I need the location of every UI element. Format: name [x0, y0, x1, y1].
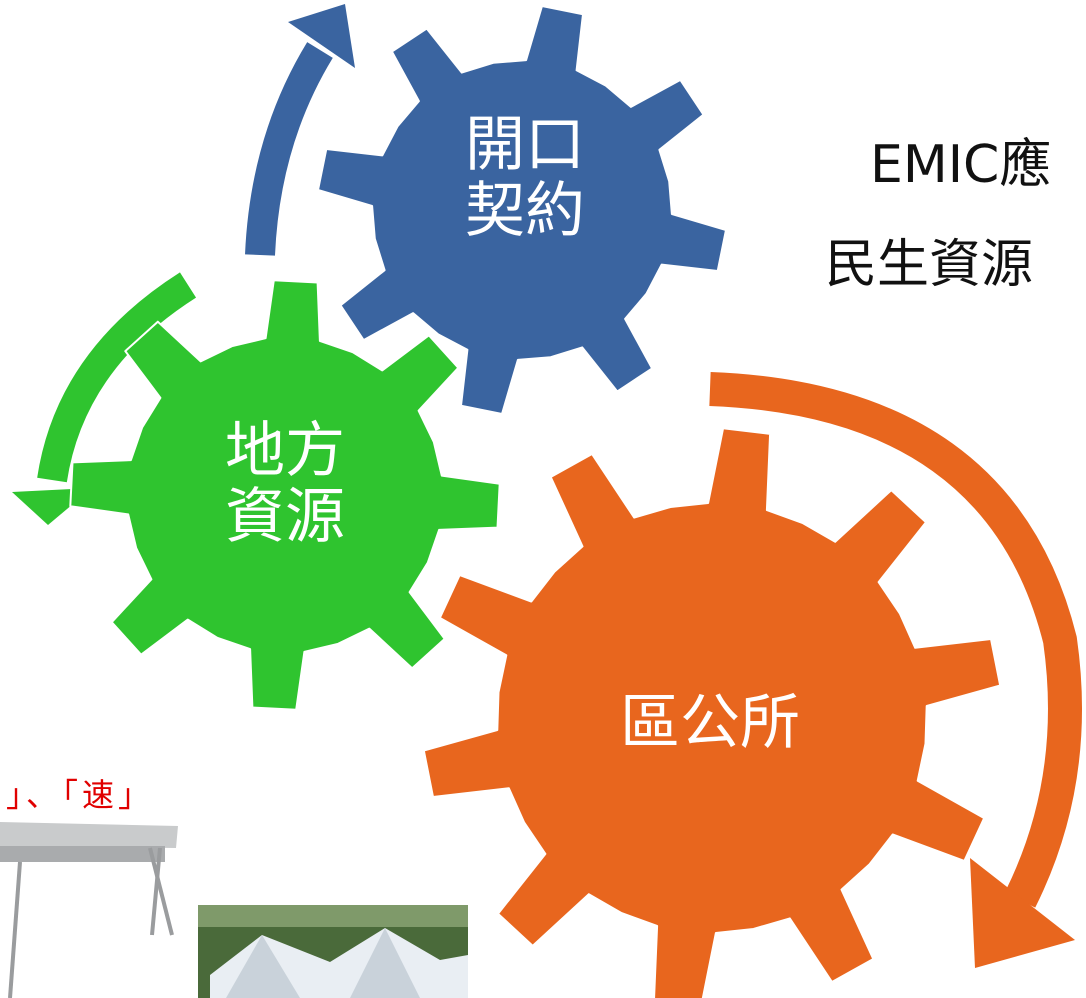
district-gear-label: 區公所 — [620, 688, 800, 758]
orange-cycle-arrow — [709, 372, 1082, 968]
contract-gear-line2: 契約 — [465, 176, 585, 246]
blue-cycle-arrow — [245, 4, 355, 256]
side-subtitle: 民生資源 — [825, 235, 1034, 295]
side-title: EMIC應 — [870, 135, 1052, 195]
local-gear-label: 地方 資源 — [195, 418, 375, 550]
local-gear-line2: 資源 — [225, 482, 345, 552]
contract-gear — [317, 5, 727, 415]
canopy-tent-photo — [198, 905, 468, 998]
folding-table-photo — [0, 810, 185, 998]
contract-gear-line1: 開口 — [465, 110, 585, 180]
local-resources-gear — [69, 279, 501, 711]
local-gear-line1: 地方 — [225, 416, 345, 486]
contract-gear-label: 開口 契約 — [435, 112, 615, 244]
district-office-gear — [422, 427, 1002, 998]
red-caption: 」、「速」 — [6, 776, 155, 814]
